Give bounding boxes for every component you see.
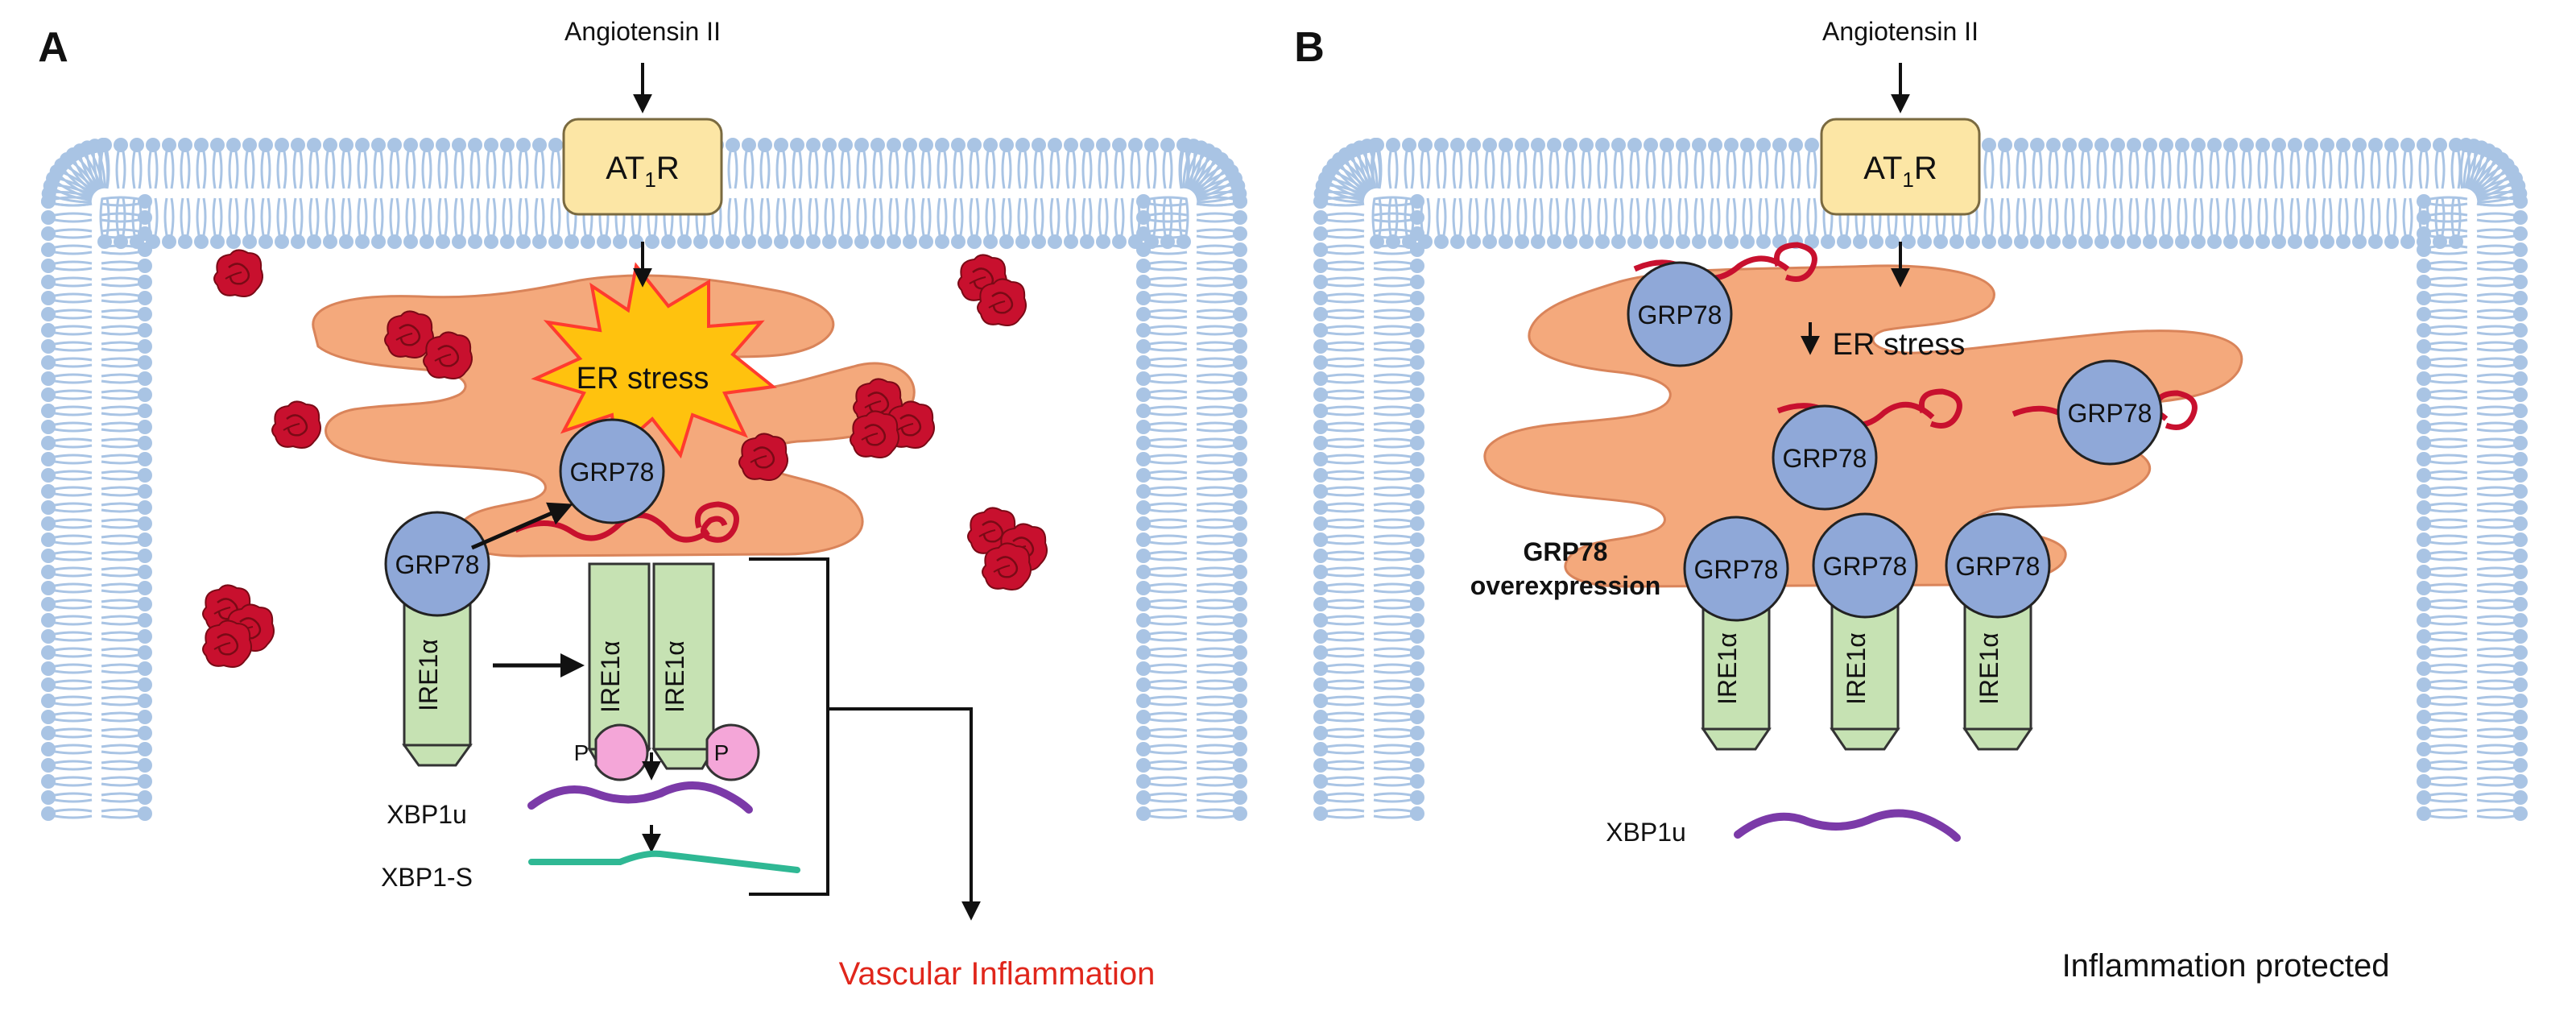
xbp1s-label: XBP1-S bbox=[381, 863, 473, 892]
svg-text:XBP1u: XBP1u bbox=[1606, 818, 1686, 847]
aggregate-icon bbox=[981, 542, 1032, 591]
svg-text:GRP78: GRP78 bbox=[395, 550, 480, 579]
xbp1s-mrna bbox=[528, 850, 800, 873]
aggregate-icon bbox=[213, 249, 264, 298]
receptor-label: AT1R bbox=[606, 151, 680, 192]
svg-text:P: P bbox=[714, 740, 730, 765]
xbp1u-mrna-b bbox=[1734, 809, 1961, 842]
svg-text:AT1R: AT1R bbox=[1863, 151, 1937, 192]
svg-text:GRP78: GRP78 bbox=[1783, 444, 1867, 473]
svg-text:IRE1α: IRE1α bbox=[1713, 632, 1742, 705]
outcome-label-b: Inflammation protected bbox=[2062, 948, 2390, 984]
er-stress-label: ER stress bbox=[577, 362, 709, 396]
outcome-label-a: Vascular Inflammation bbox=[839, 956, 1156, 992]
aggregate-icon bbox=[976, 278, 1028, 327]
grp78-ire1-complex: IRE1α GRP78 bbox=[1945, 512, 2051, 751]
svg-text:Angiotensin II: Angiotensin II bbox=[1822, 17, 1979, 46]
svg-text:IRE1α: IRE1α bbox=[1842, 632, 1871, 705]
svg-text:GRP78: GRP78 bbox=[1956, 552, 2041, 581]
aggregate-icon bbox=[201, 619, 253, 669]
stimulus-label: Angiotensin II bbox=[564, 17, 721, 46]
xbp1u-label: XBP1u bbox=[387, 800, 467, 829]
er-stress-label-b: ER stress bbox=[1833, 328, 1966, 362]
grp78-icon bbox=[2057, 359, 2163, 466]
svg-text:overexpression: overexpression bbox=[1470, 571, 1661, 600]
grp78-icon bbox=[1627, 261, 1733, 367]
grp78-ire1-complex: IRE1α GRP78 bbox=[1812, 512, 1918, 751]
phospho-icon bbox=[594, 723, 649, 781]
svg-text:GRP78: GRP78 bbox=[1694, 555, 1779, 584]
svg-text:GRP78: GRP78 bbox=[1638, 300, 1722, 329]
panel-a: ER stress Angiotensin II AT1R GRP78 IRE1… bbox=[38, 17, 1247, 992]
svg-text:IRE1α: IRE1α bbox=[414, 639, 443, 711]
panel-letter-b: B bbox=[1294, 24, 1325, 71]
at1-receptor bbox=[1820, 118, 1981, 216]
grp78-bound-a bbox=[559, 418, 665, 524]
phospho-icon bbox=[705, 723, 760, 781]
grp78-icon bbox=[1772, 404, 1878, 511]
svg-text:IRE1α: IRE1α bbox=[660, 640, 689, 713]
overexpression-label: GRP78 bbox=[1524, 537, 1608, 566]
grp78-inactive-a bbox=[384, 511, 490, 617]
xbp1u-mrna-a bbox=[527, 781, 753, 814]
aggregate-icon bbox=[738, 433, 789, 482]
svg-text:IRE1α: IRE1α bbox=[596, 640, 625, 713]
svg-text:IRE1α: IRE1α bbox=[1974, 632, 2003, 705]
at1-receptor bbox=[562, 118, 723, 216]
panel-b: Angiotensin II AT1R ER stress GRP78 GRP7… bbox=[1294, 17, 2528, 984]
aggregate-icon bbox=[849, 410, 900, 459]
svg-text:GRP78: GRP78 bbox=[2068, 399, 2152, 428]
grp78-ire1-complex: IRE1α GRP78 bbox=[1683, 516, 1789, 751]
panel-letter-a: A bbox=[38, 24, 68, 71]
svg-text:GRP78: GRP78 bbox=[1823, 552, 1908, 581]
aggregate-icon bbox=[271, 400, 322, 450]
grp78-label: GRP78 bbox=[570, 458, 655, 487]
svg-text:P: P bbox=[574, 740, 589, 765]
aggregate-icon bbox=[422, 331, 473, 380]
er-stress-burst bbox=[531, 262, 777, 459]
